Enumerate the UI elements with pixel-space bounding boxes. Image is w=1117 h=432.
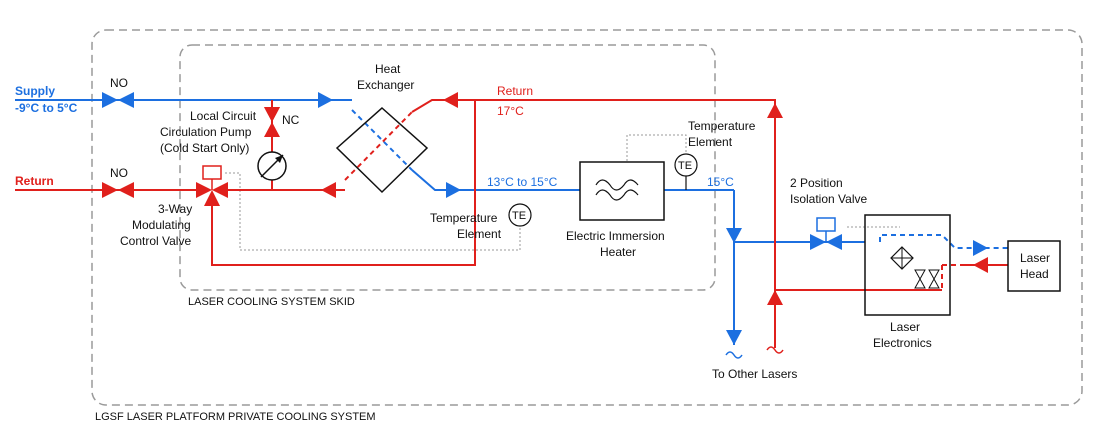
te-symbol-1-circle	[508, 203, 532, 227]
temp-13-15-label: 13°C to 15°C	[487, 175, 558, 189]
circulation-pump	[257, 151, 287, 181]
laser-electronics-label-1: Laser	[890, 320, 920, 334]
electric-immersion-heater	[579, 161, 665, 221]
valve-no-supply	[102, 92, 134, 108]
arrow-return-up	[767, 103, 783, 118]
return-hx-outlet	[411, 99, 776, 348]
supply-piping	[15, 99, 1008, 345]
valve3-label-3: Control Valve	[120, 234, 191, 248]
valve3-label-1: 3-Way	[158, 202, 192, 216]
arrow-return-top	[443, 92, 458, 108]
signal-line-te2	[626, 134, 687, 185]
laser-head-box	[1007, 240, 1061, 292]
arrow-return-to-valve	[321, 182, 336, 198]
no-return-label: NO	[110, 166, 128, 180]
electronics-valves	[914, 269, 940, 289]
temp-15-label: 15°C	[707, 175, 734, 189]
pump-label-1: Local Circuit	[190, 109, 257, 123]
isolation-valve	[810, 217, 842, 250]
laser-head-label-2: Head	[1020, 267, 1049, 281]
laser-electronics-label-2: Electronics	[873, 336, 932, 350]
other-lasers-supply-wave	[725, 351, 743, 359]
electronics-heat-exchanger	[890, 246, 914, 270]
supply-hx-internal	[351, 109, 413, 171]
return-inlet-label: Return	[15, 174, 54, 188]
system-boundary	[91, 29, 1083, 406]
te-symbol-2: TE	[678, 160, 692, 172]
return-top-label: Return	[497, 84, 533, 98]
pump-label-2: Circulation Pump	[160, 125, 252, 139]
heater-label-2: Heater	[600, 245, 636, 259]
te2-label-1: Temperature	[688, 119, 756, 133]
te1-label-2: Element	[457, 227, 502, 241]
valve-actuator	[202, 165, 222, 180]
arrow-supply-to-hx	[318, 92, 333, 108]
hx-label-2: Exchanger	[357, 78, 414, 92]
iso-valve-actuator	[816, 217, 836, 232]
iso-valve-label-1: 2 Position	[790, 176, 843, 190]
te2-label-2: Element	[688, 135, 733, 149]
arrow-supply-other-lasers	[726, 330, 742, 345]
arrow-supply-down	[726, 228, 742, 243]
laser-electronics-box	[864, 214, 951, 316]
supply-hx-outlet-line	[411, 169, 580, 191]
heat-exchanger	[335, 106, 429, 194]
nc-label: NC	[282, 113, 300, 127]
laser-head-label-1: Laser	[1020, 251, 1050, 265]
arrow-supply-to-laser-head	[973, 240, 988, 256]
arrow-supply-to-heater	[446, 182, 461, 198]
signal-line-te1	[225, 172, 521, 251]
no-supply-label: NO	[110, 76, 128, 90]
valve3-label-2: Modulating	[132, 218, 191, 232]
return-bypass-loop	[211, 100, 476, 266]
heater-label-1: Electric Immersion	[566, 229, 665, 243]
te-symbol-1: TE	[512, 210, 526, 222]
supply-label: Supply	[15, 84, 55, 98]
signal-lines	[225, 134, 900, 251]
return-temp-label: 17°C	[497, 104, 524, 118]
skid-label: LASER COOLING SYSTEM SKID	[188, 296, 355, 308]
iso-valve-label-2: Isolation Valve	[790, 192, 867, 206]
supply-electronics-internal	[879, 234, 1008, 249]
return-hx-internal	[344, 111, 413, 181]
arrow-return-up-lower	[767, 290, 783, 305]
valve-nc	[264, 107, 280, 137]
other-lasers-label: To Other Lasers	[712, 367, 797, 381]
supply-temp-label: -9°C to 5°C	[15, 101, 78, 115]
valve-no-return	[102, 182, 134, 198]
other-lasers-return-wave	[766, 346, 784, 354]
te1-label-1: Temperature	[430, 211, 498, 225]
hx-label-1: Heat	[375, 62, 401, 76]
arrow-return-from-head	[973, 257, 988, 273]
skid-boundary	[179, 44, 716, 291]
three-way-control-valve	[196, 165, 228, 206]
pump-label-3: (Cold Start Only)	[160, 141, 249, 155]
system-label: LGSF LASER PLATFORM PRIVATE COOLING SYST…	[95, 411, 376, 423]
